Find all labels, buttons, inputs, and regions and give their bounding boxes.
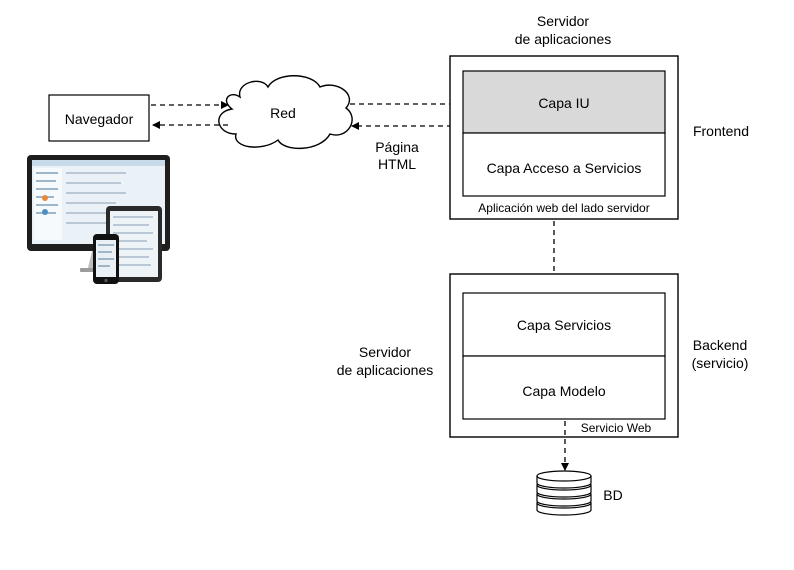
backend-side-label-line2: (servicio) xyxy=(692,355,749,371)
layer-services xyxy=(462,292,666,357)
response-label-line2: HTML xyxy=(378,156,416,172)
browser-label: Navegador xyxy=(65,111,134,127)
browser-box xyxy=(48,94,150,142)
layer-services-access xyxy=(462,132,666,197)
network-cloud xyxy=(218,75,353,150)
network-label: Red xyxy=(270,105,296,121)
layer-services-access-label: Capa Acceso a Servicios xyxy=(487,160,642,176)
frontend-caption: Aplicación web del lado servidor xyxy=(478,201,649,215)
response-label-line1: Página xyxy=(375,139,419,155)
layer-ui-label: Capa IU xyxy=(538,95,589,111)
devices-illustration xyxy=(27,155,170,284)
frontend-side-label: Frontend xyxy=(693,123,749,139)
layer-model-label: Capa Modelo xyxy=(522,383,605,399)
layer-ui xyxy=(462,70,666,134)
database-icon xyxy=(536,470,592,516)
backend-server-title-line1: Servidor xyxy=(359,344,411,360)
backend-caption: Servicio Web xyxy=(581,421,652,435)
layer-model xyxy=(462,355,666,420)
layer-services-label: Capa Servicios xyxy=(517,317,611,333)
database-label: BD xyxy=(603,487,622,503)
frontend-server-title-line2: de aplicaciones xyxy=(515,31,612,47)
backend-side-label-line1: Backend xyxy=(693,337,747,353)
frontend-server-title-line1: Servidor xyxy=(537,13,589,29)
backend-server-title-line2: de aplicaciones xyxy=(337,362,434,378)
